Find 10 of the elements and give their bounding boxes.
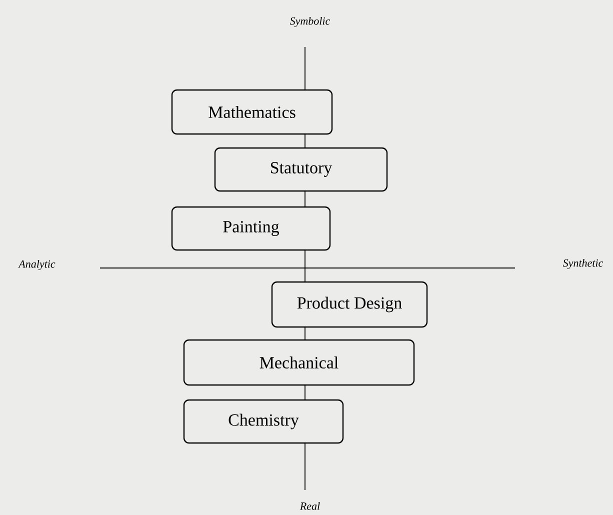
field-box: Mathematics	[171, 89, 333, 135]
field-box: Chemistry	[183, 399, 344, 444]
field-box: Product Design	[271, 281, 428, 328]
field-box: Mechanical	[183, 339, 415, 386]
field-box: Statutory	[214, 147, 388, 192]
axis-label: Synthetic	[562, 259, 604, 269]
axis-label: Analytic	[18, 260, 56, 270]
axis-label: Real	[300, 502, 320, 510]
field-box: Painting	[171, 206, 331, 251]
axis-label: Symbolic	[290, 17, 330, 27]
